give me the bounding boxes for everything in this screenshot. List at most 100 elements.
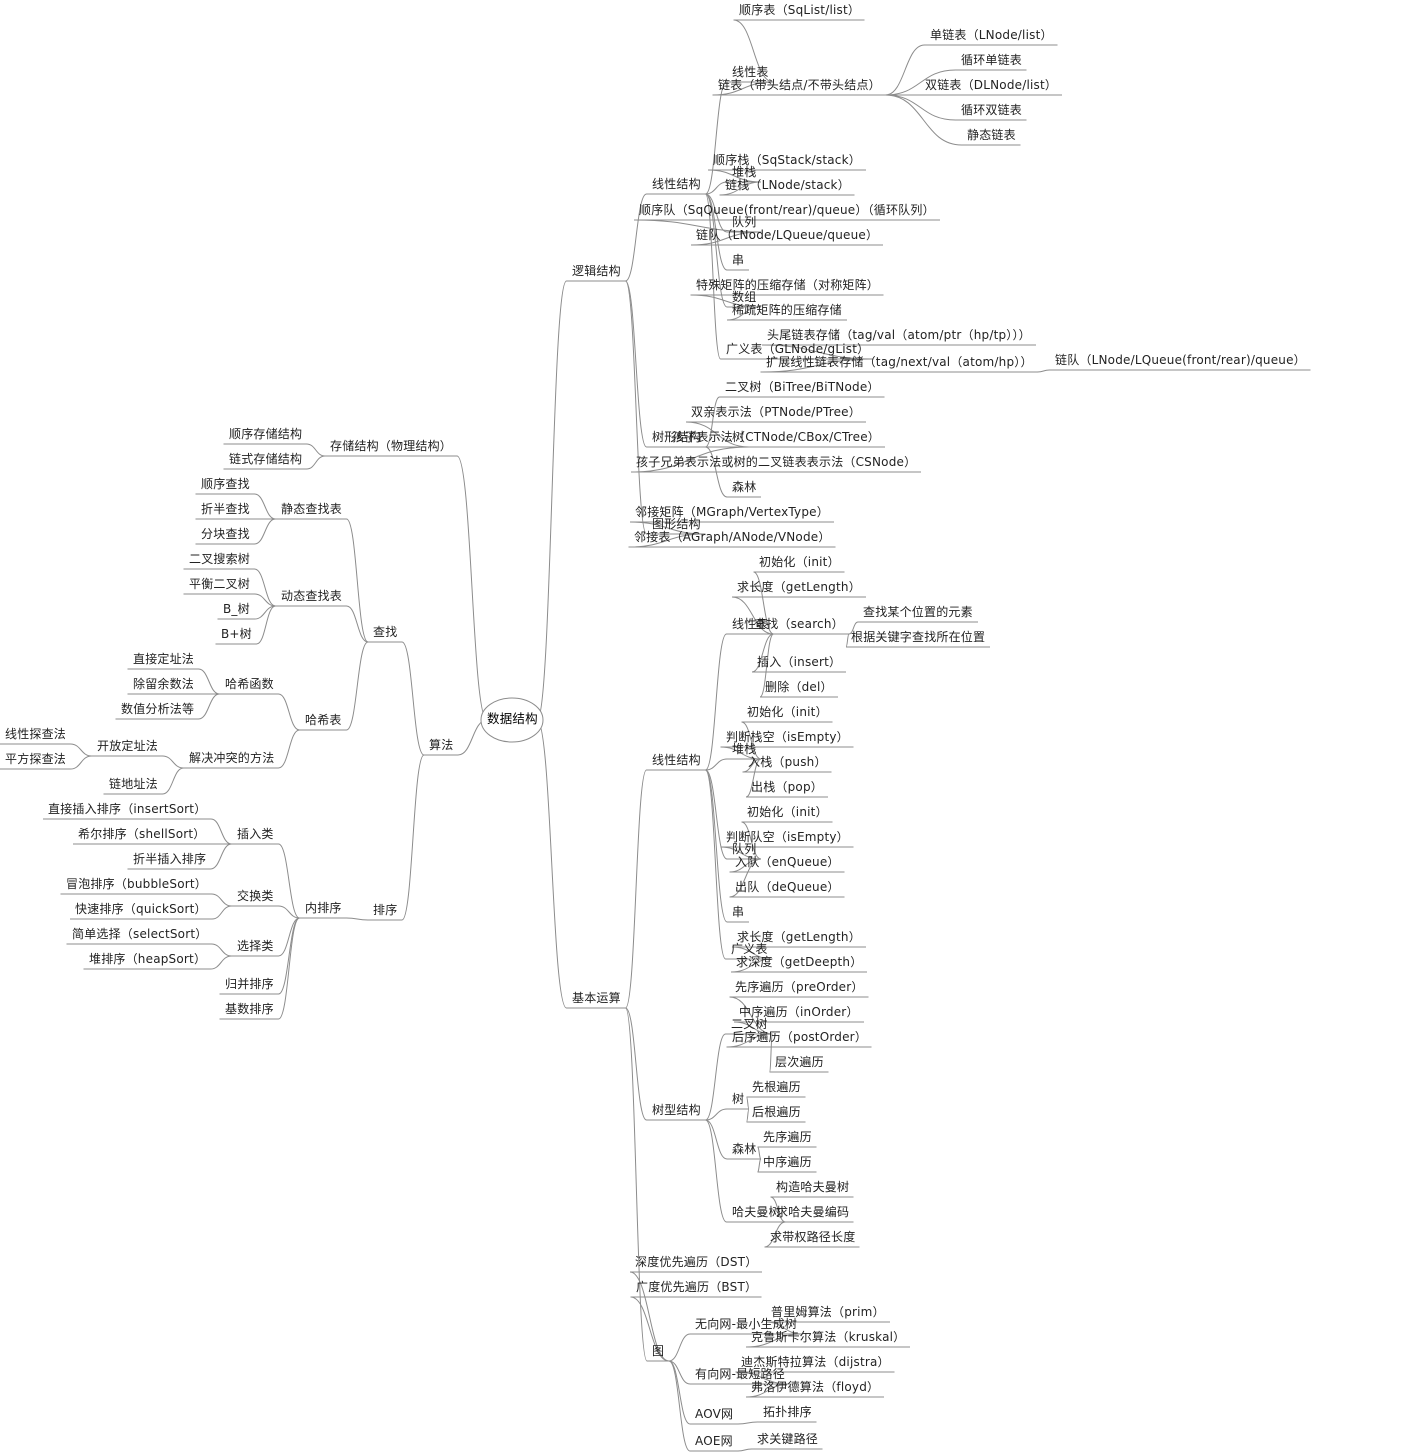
node-left-1-0-2-0-1-label[interactable]: 除留余数法 — [133, 677, 195, 691]
node-right-1-2-3-1-label[interactable]: 弗洛伊德算法（floyd） — [751, 1380, 880, 1394]
node-right-0-0-0-1-2-label[interactable]: 双链表（DLNode/list） — [925, 78, 1058, 92]
node-right-1-0-0-2-label[interactable]: 查找（search） — [754, 617, 844, 631]
node-right-0-0-0-0-label[interactable]: 顺序表（SqList/list） — [739, 3, 861, 17]
node-right-1-0-0-2-1-label[interactable]: 根据关键字查找所在位置 — [851, 630, 986, 644]
node-right-1-0-2-label[interactable]: 队列 — [732, 842, 757, 856]
node-left-1-1-0-1-1-label[interactable]: 快速排序（quickSort） — [75, 902, 207, 916]
node-left-0-label[interactable]: 存储结构（物理结构） — [330, 439, 453, 453]
node-left-0-1-label[interactable]: 链式存储结构 — [229, 452, 303, 466]
node-right-1-0-1-label[interactable]: 堆栈 — [732, 742, 757, 756]
node-right-0-0-4-label[interactable]: 数组 — [732, 290, 757, 304]
node-right-1-1-2-1-label[interactable]: 中序遍历 — [763, 1155, 812, 1169]
node-left-1-1-0-2-0-label[interactable]: 简单选择（selectSort） — [72, 927, 208, 941]
node-right-1-0-4-0-label[interactable]: 求长度（getLength） — [737, 930, 861, 944]
node-right-1-2-5-label[interactable]: AOE网 — [695, 1434, 733, 1448]
node-right-1-1-label[interactable]: 树型结构 — [652, 1103, 701, 1117]
node-right-1-1-2-0-label[interactable]: 先序遍历 — [763, 1130, 812, 1144]
node-right-0-0-0-1-1-label[interactable]: 循环单链表 — [961, 53, 1023, 67]
node-left-0-0-label[interactable]: 顺序存储结构 — [229, 427, 303, 441]
node-right-0-0-0-1-label[interactable]: 链表（带头结点/不带头结点） — [718, 78, 881, 92]
node-right-1-label[interactable]: 基本运算 — [572, 991, 621, 1005]
node-right-1-0-0-3-label[interactable]: 插入（insert） — [757, 655, 842, 669]
node-left-1-1-0-2-label[interactable]: 选择类 — [237, 939, 274, 953]
node-right-0-1-0-label[interactable]: 二叉树（BiTree/BiTNode） — [725, 380, 880, 394]
node-right-1-2-4-label[interactable]: AOV网 — [695, 1407, 734, 1421]
node-left-1-0-0-2-label[interactable]: 分块查找 — [201, 527, 250, 541]
node-right-0-0-4-0-label[interactable]: 特殊矩阵的压缩存储（对称矩阵） — [696, 278, 880, 292]
node-right-0-2-0-label[interactable]: 邻接矩阵（MGraph/VertexType） — [635, 505, 829, 519]
node-right-0-0-1-0-label[interactable]: 顺序栈（SqStack/stack） — [713, 153, 861, 167]
node-right-1-1-1-1-label[interactable]: 后根遍历 — [752, 1105, 801, 1119]
node-left-1-label[interactable]: 算法 — [429, 738, 454, 752]
node-right-1-0-2-1-label[interactable]: 判断队空（isEmpty） — [726, 830, 849, 844]
node-right-0-2-1-label[interactable]: 邻接表（AGraph/ANode/VNode） — [634, 530, 831, 544]
node-right-0-0-label[interactable]: 线性结构 — [652, 177, 701, 191]
node-left-1-0-1-0-label[interactable]: 二叉搜索树 — [189, 552, 251, 566]
node-right-1-2-0-label[interactable]: 深度优先遍历（DST） — [635, 1255, 758, 1269]
node-left-1-0-2-1-0-0-label[interactable]: 线性探查法 — [5, 727, 67, 741]
node-right-1-1-2-label[interactable]: 森林 — [732, 1142, 757, 1156]
node-left-1-0-2-1-label[interactable]: 解决冲突的方法 — [189, 751, 275, 765]
node-left-1-0-0-label[interactable]: 静态查找表 — [281, 502, 343, 516]
node-right-1-2-label[interactable]: 图 — [652, 1344, 665, 1358]
node-right-0-label[interactable]: 逻辑结构 — [572, 264, 621, 278]
node-right-0-2-label[interactable]: 图形结构 — [652, 517, 701, 531]
node-right-0-0-2-1-label[interactable]: 链队（LNode/LQueue/queue） — [696, 228, 879, 242]
node-left-1-0-1-2-label[interactable]: B_树 — [223, 602, 250, 616]
node-right-1-2-2-label[interactable]: 无向网-最小生成树 — [695, 1317, 798, 1331]
node-right-1-1-0-3-label[interactable]: 层次遍历 — [775, 1055, 824, 1069]
node-left-1-0-2-1-0-label[interactable]: 开放定址法 — [97, 739, 159, 753]
node-right-0-0-0-1-3-label[interactable]: 循环双链表 — [961, 103, 1023, 117]
node-right-1-0-1-0-label[interactable]: 初始化（init） — [747, 705, 828, 719]
node-left-1-0-1-label[interactable]: 动态查找表 — [281, 589, 343, 603]
node-right-0-0-2-label[interactable]: 队列 — [732, 215, 757, 229]
node-right-1-1-1-0-label[interactable]: 先根遍历 — [752, 1080, 801, 1094]
node-left-1-0-2-1-0-1-label[interactable]: 平方探查法 — [5, 752, 67, 766]
node-right-1-0-1-2-label[interactable]: 入栈（push） — [748, 755, 827, 769]
node-left-1-1-0-4-label[interactable]: 基数排序 — [225, 1002, 274, 1016]
node-right-1-1-1-label[interactable]: 树 — [732, 1092, 745, 1106]
node-right-1-2-3-label[interactable]: 有向网-最短路径 — [695, 1367, 785, 1381]
node-right-1-0-0-2-0-label[interactable]: 查找某个位置的元素 — [863, 605, 973, 619]
node-left-1-1-0-0-2-label[interactable]: 折半插入排序 — [133, 852, 207, 866]
node-right-1-1-0-1-label[interactable]: 中序遍历（inOrder） — [739, 1005, 859, 1019]
node-left-1-1-label[interactable]: 排序 — [373, 903, 398, 917]
node-left-1-0-label[interactable]: 查找 — [373, 625, 398, 639]
node-left-1-1-0-0-0-label[interactable]: 直接插入排序（insertSort） — [48, 802, 207, 816]
node-left-1-0-2-0-label[interactable]: 哈希函数 — [225, 677, 274, 691]
node-right-1-0-2-3-label[interactable]: 出队（deQueue） — [735, 880, 840, 894]
node-right-1-1-0-label[interactable]: 二叉树 — [731, 1017, 768, 1031]
node-left-1-1-0-3-label[interactable]: 归并排序 — [225, 977, 274, 991]
root-node-label[interactable]: 数据结构 — [487, 711, 538, 726]
node-right-1-0-4-1-label[interactable]: 求深度（getDeepth） — [736, 955, 863, 969]
node-right-1-2-4-0-label[interactable]: 拓扑排序 — [763, 1405, 812, 1419]
node-right-0-0-5-1-label[interactable]: 扩展线性链表存储（tag/next/val（atom/hp）） — [766, 355, 1033, 369]
node-right-1-2-5-0-label[interactable]: 求关键路径 — [757, 1432, 819, 1446]
node-left-1-1-0-label[interactable]: 内排序 — [305, 901, 342, 915]
node-right-1-1-0-0-label[interactable]: 先序遍历（preOrder） — [735, 980, 864, 994]
node-right-0-1-1-2-label[interactable]: 孩子兄弟表示法或树的二叉链表表示法（CSNode） — [636, 455, 917, 469]
node-right-1-1-3-2-label[interactable]: 求带权路径长度 — [770, 1230, 856, 1244]
node-right-1-0-0-1-label[interactable]: 求长度（getLength） — [737, 580, 861, 594]
node-right-1-0-0-4-label[interactable]: 删除（del） — [765, 680, 833, 694]
node-left-1-0-2-0-2-label[interactable]: 数值分析法等 — [121, 702, 195, 716]
node-right-1-2-1-label[interactable]: 广度优先遍历（BST） — [636, 1280, 758, 1294]
node-right-0-0-0-1-4-label[interactable]: 静态链表 — [967, 128, 1016, 142]
node-right-1-0-0-0-label[interactable]: 初始化（init） — [759, 555, 840, 569]
node-right-0-0-5-0-label[interactable]: 头尾链表存储（tag/val（atom/ptr（hp/tp））） — [767, 328, 1031, 342]
node-left-1-0-1-1-label[interactable]: 平衡二叉树 — [189, 577, 251, 591]
node-right-1-0-3-label[interactable]: 串 — [732, 905, 745, 919]
node-right-1-1-0-2-label[interactable]: 后序遍历（postOrder） — [732, 1030, 868, 1044]
node-left-1-0-0-0-label[interactable]: 顺序查找 — [201, 477, 250, 491]
node-right-0-0-2-0-label[interactable]: 顺序队（SqQueue(front/rear)/queue）（循环队列） — [639, 203, 935, 217]
node-right-1-0-label[interactable]: 线性结构 — [652, 753, 701, 767]
node-right-1-2-2-1-label[interactable]: 克鲁斯卡尔算法（kruskal） — [751, 1330, 906, 1344]
node-right-1-2-3-0-label[interactable]: 迪杰斯特拉算法（dijstra） — [741, 1355, 890, 1369]
node-right-0-0-5-1-0-label[interactable]: 链队（LNode/LQueue(front/rear)/queue） — [1055, 353, 1306, 367]
node-right-1-0-1-1-label[interactable]: 判断栈空（isEmpty） — [726, 730, 849, 744]
node-right-0-1-1-label[interactable]: 树 — [732, 430, 745, 444]
node-right-0-0-3-label[interactable]: 串 — [732, 253, 745, 267]
node-right-0-1-1-0-label[interactable]: 双亲表示法（PTNode/PTree） — [691, 405, 861, 419]
node-right-0-0-4-1-label[interactable]: 稀疏矩阵的压缩存储 — [732, 303, 842, 317]
node-right-1-0-0-label[interactable]: 线性表 — [732, 617, 769, 631]
